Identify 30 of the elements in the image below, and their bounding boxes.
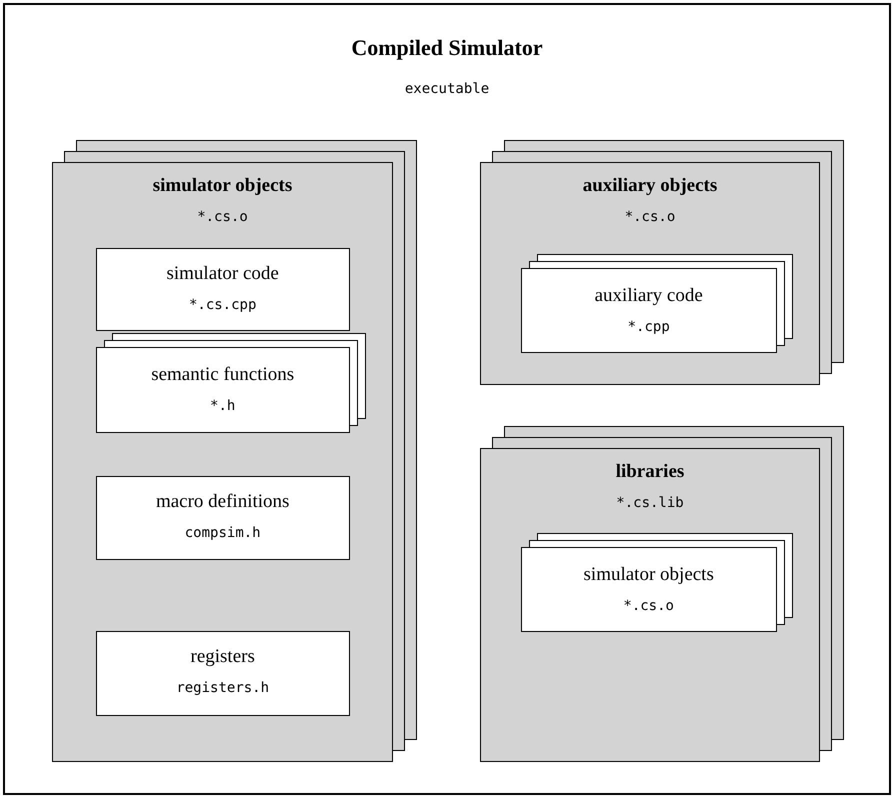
file-box: [520, 268, 777, 353]
heading: simulator objects: [582, 564, 715, 586]
heading: registers: [190, 646, 256, 668]
heading: libraries: [614, 461, 686, 483]
heading: semantic functions: [150, 364, 296, 386]
file-pattern: *.h: [209, 398, 236, 414]
file-pattern: *.cs.lib: [615, 495, 685, 511]
heading: auxiliary objects: [582, 175, 718, 197]
object-group-box: [52, 162, 393, 762]
file-pattern: registers.h: [175, 680, 270, 696]
file-box: [96, 476, 350, 560]
file-pattern: *.cs.cpp: [188, 296, 258, 313]
file-pattern: executable: [404, 81, 490, 97]
file-box: [96, 630, 350, 716]
file-box: [96, 248, 350, 331]
object-group-box: [480, 162, 820, 385]
file-pattern: *.cs.o: [624, 209, 676, 225]
heading: auxiliary code: [594, 284, 704, 307]
file-box: [520, 546, 777, 632]
container-box: [3, 3, 891, 795]
heading: macro definitions: [154, 490, 290, 513]
heading: Compiled Simulator: [350, 35, 544, 61]
file-box: [96, 346, 350, 433]
heading: simulator objects: [152, 175, 294, 197]
object-group-box: [480, 448, 820, 762]
heading: simulator code: [165, 262, 280, 285]
file-pattern: *.cs.o: [196, 209, 249, 225]
file-pattern: *.cs.o: [622, 598, 675, 614]
file-pattern: *.cpp: [626, 318, 671, 335]
file-pattern: compsim.h: [184, 524, 262, 541]
